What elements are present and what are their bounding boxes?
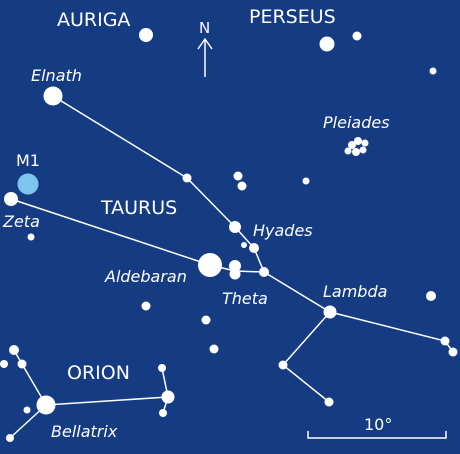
stars [0, 28, 458, 442]
star-orion-6 [161, 390, 175, 404]
label-north: N [199, 19, 210, 37]
star-hyades-2 [241, 242, 247, 248]
star-aldebaran [198, 253, 222, 277]
star-hyades-1 [229, 221, 241, 233]
m1-nebula-marker [17, 173, 39, 195]
star-perseus-3 [429, 67, 437, 75]
label-hyades: Hyades [253, 221, 313, 240]
label-scale: 10° [364, 415, 392, 434]
star-taurus-4 [302, 177, 310, 185]
orion-line-1 [13, 349, 169, 406]
star-hyades-4 [259, 267, 269, 277]
star-orion-3 [0, 360, 8, 368]
label-auriga: AURIGA [57, 9, 130, 31]
star-orion-2 [17, 359, 27, 369]
taurus-line-lambda [263, 271, 454, 353]
taurus-line-zeta [10, 198, 265, 273]
star-taurus-3 [237, 181, 247, 191]
scale-bar [307, 431, 447, 439]
label-taurus: TAURUS [100, 197, 177, 219]
star-lambda [323, 305, 337, 319]
star-pleiades-1 [348, 141, 356, 149]
label-elnath: Elnath [31, 66, 82, 85]
label-perseus: PERSEUS [249, 6, 336, 28]
star-pleiades-6 [359, 146, 367, 154]
star-orion-5 [158, 364, 166, 372]
arrow-up-icon [197, 37, 213, 77]
star-elnath [43, 86, 63, 106]
star-pleiades-3 [361, 139, 369, 147]
star-field-4 [426, 291, 436, 301]
label-pleiades: Pleiades [323, 113, 390, 132]
star-hyades-3 [249, 243, 259, 253]
label-orion: ORION [67, 362, 130, 384]
star-zeta-2 [27, 233, 35, 241]
star-orion-4 [23, 406, 31, 414]
star-bellatrix [36, 395, 56, 415]
star-taurus-5 [440, 336, 450, 346]
star-taurus-1 [182, 173, 192, 183]
star-auriga [139, 28, 153, 42]
star-orion-8 [6, 434, 14, 442]
label-aldebaran: Aldebaran [104, 267, 187, 286]
label-bellatrix: Bellatrix [51, 422, 118, 441]
star-perseus-2 [352, 31, 362, 41]
star-taurus-2 [233, 171, 243, 181]
star-field-1 [141, 301, 151, 311]
star-orion-7 [159, 409, 167, 417]
star-pleiades-5 [352, 148, 360, 156]
star-perseus-1 [319, 36, 335, 52]
star-zeta [4, 192, 18, 206]
star-pleiades-2 [354, 137, 362, 145]
label-theta: Theta [222, 289, 268, 308]
star-orion-1 [9, 345, 19, 355]
star-taurus-6 [448, 347, 458, 357]
star-pleiades-4 [344, 147, 352, 155]
star-theta-1 [229, 260, 241, 272]
label-lambda: Lambda [323, 282, 387, 301]
label-m1: M1 [16, 151, 40, 170]
star-field-3 [209, 344, 219, 354]
label-zeta: Zeta [2, 212, 40, 231]
star-taurus-8 [324, 397, 334, 407]
star-theta-2 [229, 268, 241, 280]
star-taurus-7 [278, 360, 288, 370]
star-field-2 [201, 315, 211, 325]
